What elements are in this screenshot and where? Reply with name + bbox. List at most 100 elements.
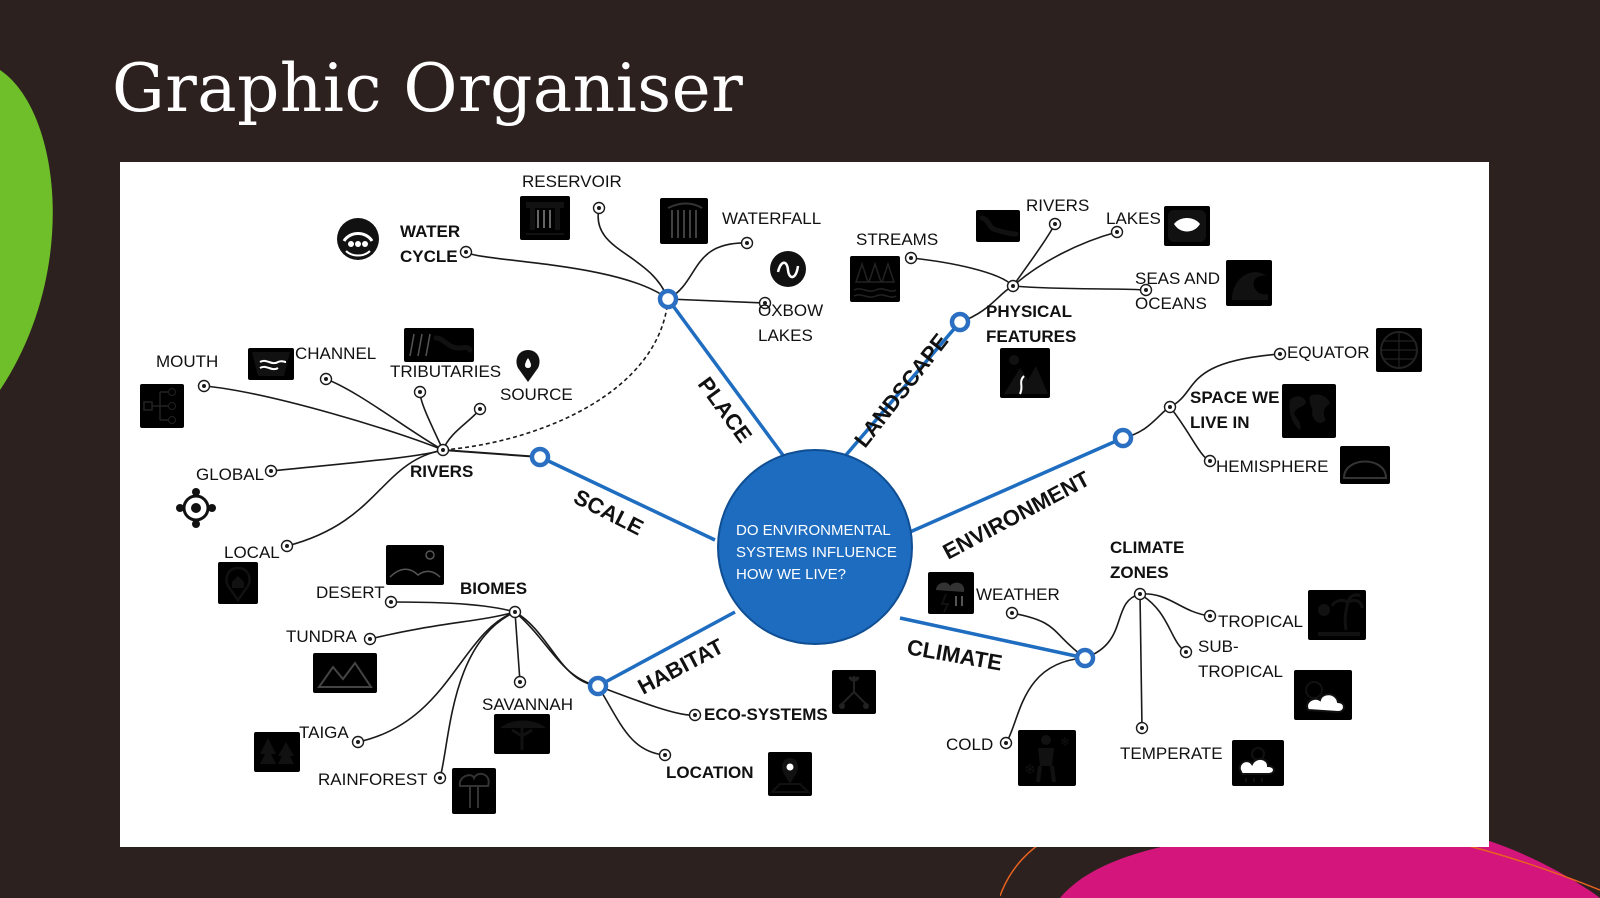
- label-subtropical-2: TROPICAL: [1198, 662, 1283, 681]
- streams-icon: [850, 256, 900, 302]
- green-accent-shape: [0, 70, 53, 390]
- svg-text:❄: ❄: [1060, 735, 1070, 749]
- tributaries-icon: [404, 328, 474, 362]
- spoke-landscape: [838, 320, 962, 464]
- label-oxbow-1: OXBOW: [758, 301, 823, 320]
- label-physical-1: PHYSICAL: [986, 302, 1072, 321]
- label-savannah: SAVANNAH: [482, 695, 573, 714]
- label-waterfall: WATERFALL: [722, 209, 821, 228]
- label-temperate: TEMPERATE: [1120, 744, 1223, 763]
- label-lakes: LAKES: [1106, 209, 1161, 228]
- environment-wires: [1122, 353, 1281, 462]
- label-streams: STREAMS: [856, 230, 938, 249]
- label-oxbow-2: LAKES: [758, 326, 813, 345]
- source-pin-icon: [516, 350, 540, 382]
- label-weather: WEATHER: [976, 585, 1060, 604]
- branch-label-climate: CLIMATE: [905, 634, 1004, 675]
- rainforest-tree-icon: [452, 768, 496, 814]
- label-climate-zones-2: ZONES: [1110, 563, 1169, 582]
- scale-labels: RIVERS MOUTH CHANNEL TRIBUTARIES SOURCE …: [156, 344, 573, 562]
- label-subtropical-1: SUB-: [1198, 637, 1239, 656]
- label-tributaries: TRIBUTARIES: [390, 362, 501, 381]
- label-climate-zones-1: CLIMATE: [1110, 538, 1184, 557]
- label-seas-2: OCEANS: [1135, 294, 1207, 313]
- ring-nodes: [197, 201, 1287, 785]
- label-tundra: TUNDRA: [286, 627, 357, 646]
- place-wires: [442, 207, 766, 451]
- wave-icon: [1226, 260, 1272, 306]
- label-water-cycle-2: CYCLE: [400, 247, 458, 266]
- flow-diagram-icon: [140, 384, 184, 428]
- label-taiga: TAIGA: [299, 723, 349, 742]
- spoke-climate: [899, 616, 1086, 660]
- reservoir-icon: [520, 196, 570, 240]
- water-cycle-icon: [337, 218, 379, 260]
- label-mouth: MOUTH: [156, 352, 218, 371]
- cold-person-icon: ❄ ❄: [1018, 730, 1076, 786]
- globe-grid-icon: [1376, 328, 1422, 372]
- spoke-scale: [539, 455, 716, 542]
- label-rainforest: RAINFOREST: [318, 770, 428, 789]
- label-channel: CHANNEL: [295, 344, 376, 363]
- label-cold: COLD: [946, 735, 993, 754]
- lake-icon: [1164, 206, 1210, 246]
- home-pin-icon: [218, 562, 258, 604]
- label-reservoir: RESERVOIR: [522, 172, 622, 191]
- svg-text:❄: ❄: [1024, 762, 1036, 778]
- hub-environment: [1112, 427, 1134, 449]
- label-source: SOURCE: [500, 385, 573, 404]
- branch-hubs: [529, 288, 1134, 697]
- hub-habitat: [587, 675, 609, 697]
- label-location: LOCATION: [666, 763, 754, 782]
- mind-map-panel: DO ENVIRONMENTAL SYSTEMS INFLUENCE HOW W…: [120, 162, 1489, 847]
- world-map-icon: [1282, 384, 1336, 438]
- pine-trees-icon: [254, 732, 300, 772]
- label-water-cycle-1: WATER: [400, 222, 460, 241]
- label-desert: DESERT: [316, 583, 385, 602]
- spoke-environment: [909, 436, 1124, 534]
- label-equator: EQUATOR: [1287, 343, 1370, 362]
- hub-place: [657, 288, 679, 310]
- label-space-2: LIVE IN: [1190, 413, 1250, 432]
- label-biomes: BIOMES: [460, 579, 527, 598]
- hub-scale: [529, 446, 551, 468]
- spoke-habitat: [597, 610, 736, 688]
- mind-map: DO ENVIRONMENTAL SYSTEMS INFLUENCE HOW W…: [140, 172, 1422, 814]
- label-eco-systems: ECO-SYSTEMS: [704, 705, 828, 724]
- label-global: GLOBAL: [196, 465, 264, 484]
- map-pin-icon: [768, 752, 812, 796]
- waterfall-icon: [660, 198, 708, 244]
- central-question: DO ENVIRONMENTAL SYSTEMS INFLUENCE HOW W…: [717, 449, 913, 645]
- label-seas-1: SEAS AND: [1135, 269, 1220, 288]
- acacia-tree-icon: [494, 714, 550, 754]
- channel-icon: [248, 348, 294, 380]
- palm-sun-icon: [1308, 590, 1366, 640]
- label-tropical: TROPICAL: [1218, 612, 1303, 631]
- mountains-icon: [313, 653, 377, 693]
- oxbow-lake-icon: [770, 251, 806, 287]
- branch-label-scale: SCALE: [570, 484, 648, 540]
- environment-labels: EQUATOR SPACE WE LIVE IN HEMISPHERE: [1190, 343, 1370, 476]
- desert-icon: [386, 545, 444, 585]
- label-hemisphere: HEMISPHERE: [1216, 457, 1328, 476]
- weather-storm-icon: [928, 572, 974, 614]
- scale-wires: [203, 378, 541, 547]
- center-line-1: DO ENVIRONMENTAL: [736, 522, 891, 539]
- seedling-icon: [832, 670, 876, 714]
- spoke-place: [666, 297, 790, 464]
- mountain-sun-icon: [1000, 348, 1050, 398]
- dome-icon: [1340, 446, 1390, 484]
- place-labels: RESERVOIR WATER CYCLE WATERFALL OXBOW LA…: [400, 172, 823, 345]
- spokes: [539, 297, 1124, 688]
- river-icon: [976, 210, 1020, 242]
- branch-label-environment: ENVIRONMENT: [939, 466, 1095, 565]
- label-local: LOCAL: [224, 543, 280, 562]
- habitat-labels: ECO-SYSTEMS LOCATION BIOMES DESERT TUNDR…: [286, 579, 828, 789]
- branch-label-landscape: LANDSCAPE: [849, 329, 953, 452]
- landscape-wires: [910, 223, 1147, 323]
- climate-labels: CLIMATE ZONES WEATHER TROPICAL SUB- TROP…: [946, 538, 1303, 763]
- center-line-3: HOW WE LIVE?: [736, 566, 846, 583]
- label-space-1: SPACE WE: [1190, 388, 1279, 407]
- hub-climate: [1074, 647, 1096, 669]
- label-rivers-scale: RIVERS: [410, 462, 473, 481]
